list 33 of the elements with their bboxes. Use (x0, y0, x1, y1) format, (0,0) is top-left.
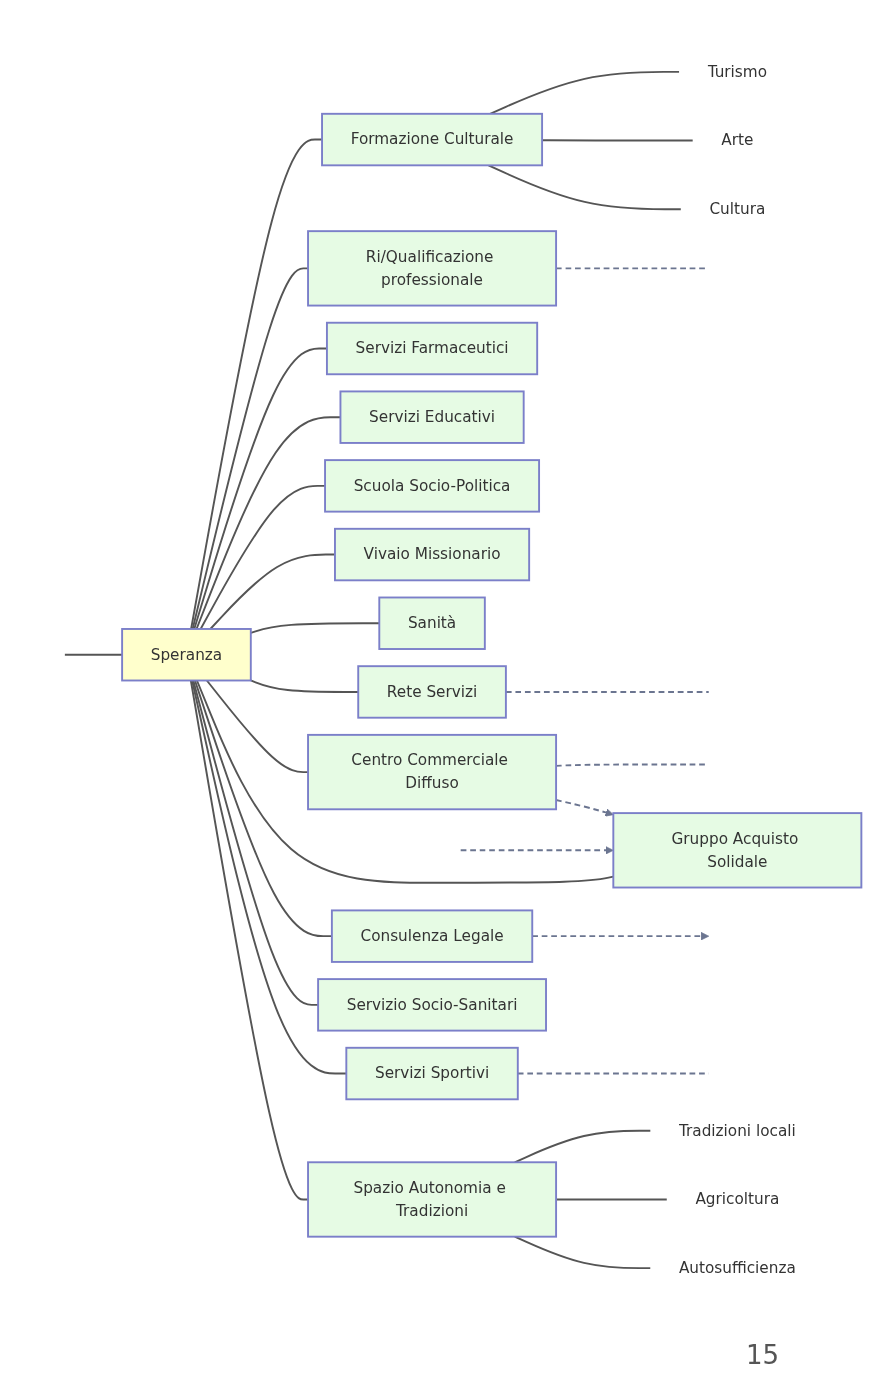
node-text: Agricoltura (695, 1189, 780, 1209)
node-box: Sanità (378, 596, 486, 650)
node-box: Scuola Socio-Politica (324, 459, 541, 513)
node-box: Spazio Autonomia e Tradizioni (307, 1161, 558, 1238)
connector (190, 138, 323, 630)
connector (189, 679, 309, 1201)
connector (513, 1235, 652, 1270)
node-box: Consulenza Legale (330, 909, 534, 963)
node-text: Turismo (707, 62, 768, 81)
connector (205, 679, 309, 774)
node-text: Arte (721, 130, 754, 150)
connector (487, 164, 682, 211)
node-box: Servizi Educativi (339, 390, 525, 444)
connector (513, 1129, 652, 1164)
node-box: Servizio Socio-Sanitari (317, 978, 547, 1032)
node-box: Centro Commerciale Diffuso (307, 733, 558, 811)
node-text: Autosufficienza (678, 1258, 796, 1277)
node-box: Servizi Sportivi (345, 1046, 519, 1101)
node-box: Formazione Culturale (321, 112, 544, 167)
page-number: 15 (745, 1340, 779, 1370)
node-box: Vivaio Missionario (334, 527, 531, 582)
connector (489, 70, 680, 115)
node-box: Ri/Qualificazione professionale (307, 230, 558, 307)
connector (191, 267, 309, 630)
node-box: Speranza (121, 628, 252, 682)
node-box: Rete Servizi (357, 665, 507, 719)
connector (196, 679, 615, 884)
arrow (459, 846, 614, 855)
node-box: Gruppo Acquisto Solidale (612, 812, 863, 889)
node-text: Cultura (709, 199, 766, 218)
connector (199, 484, 326, 630)
node-box: Servizi Farmaceutici (326, 321, 539, 376)
node-text: Tradizioni locali (678, 1121, 796, 1140)
